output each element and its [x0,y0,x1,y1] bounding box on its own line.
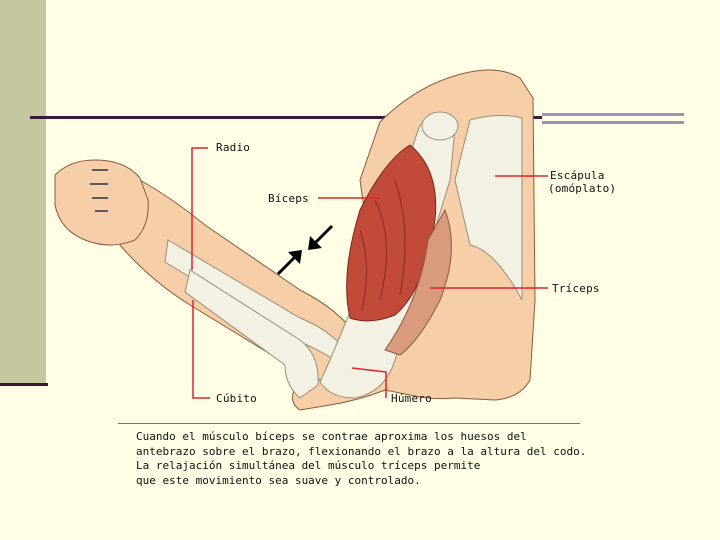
label-escapula: Escápula [550,169,605,182]
figure-caption: Cuando el músculo bíceps se contrae apro… [136,430,586,488]
caption-line: La relajación simultánea del músculo trí… [136,459,586,474]
label-humero: Húmero [391,392,432,405]
contraction-arrow-icon [278,250,302,274]
caption-line: que este movimiento sea suave y controla… [136,474,586,489]
caption-divider [118,423,580,424]
humerus-head [422,112,458,140]
contraction-arrow-icon [308,226,332,250]
label-cubito: Cúbito [216,392,257,405]
label-omoplato: (omóplato) [548,182,616,195]
label-triceps: Tríceps [552,282,600,295]
hand [55,160,148,245]
caption-line: Cuando el músculo bíceps se contrae apro… [136,430,586,445]
label-biceps: Bíceps [268,192,309,205]
caption-line: antebrazo sobre el brazo, flexionando el… [136,445,586,460]
label-radio: Radio [216,141,250,154]
